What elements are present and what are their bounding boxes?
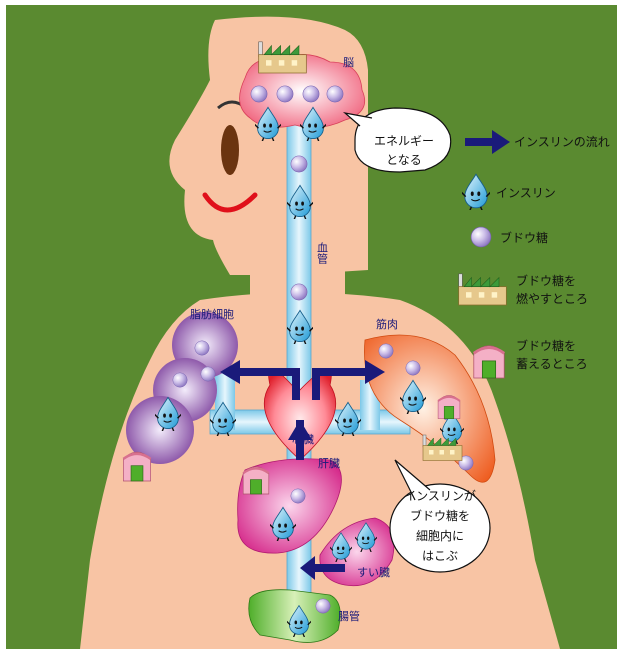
legend-glucose: ブドウ糖 [471,227,548,247]
svg-text:はこぶ: はこぶ [422,549,458,563]
svg-text:蓄えるところ: 蓄えるところ [516,357,588,371]
glucose-ball-icon [195,341,209,355]
svg-text:ブドウ糖を: ブドウ糖を [516,273,576,288]
svg-text:となる: となる [386,153,422,167]
storehouse-icon [243,467,269,494]
svg-text:ブドウ糖: ブドウ糖 [500,230,548,245]
svg-text:細胞内に: 細胞内に [416,529,464,543]
glucose-ball-icon [327,86,343,102]
glucose-ball-icon [173,373,187,387]
glucose-ball-icon [379,344,393,358]
svg-text:血管: 血管 [316,241,329,265]
svg-text:インスリン: インスリン [496,186,556,200]
intestine-label: 腸管 [338,609,360,623]
eye [221,125,239,175]
fat-cell-label: 脂肪細胞 [190,307,234,321]
storehouse-icon [123,452,150,481]
glucose-ball-icon [291,489,305,503]
svg-text:インスリンの流れ: インスリンの流れ [514,135,610,149]
liver-label: 肝臓 [318,457,340,470]
svg-text:ブドウ糖を: ブドウ糖を [516,338,576,353]
glucose-ball-icon [201,367,215,381]
svg-text:インスリンが: インスリンが [404,488,476,503]
glucose-ball-icon [303,86,319,102]
svg-text:燃やすところ: 燃やすところ [516,291,588,306]
glucose-ball-icon [251,86,267,102]
glucose-ball-icon [406,361,420,375]
glucose-ball-icon [291,284,307,300]
glucose-ball-icon [471,227,491,247]
pancreas-label: すい臓 [357,566,390,579]
brain-label: 脳 [343,56,354,69]
storehouse-icon [474,346,504,378]
svg-text:エネルギー: エネルギー [374,134,434,148]
blood-vessel-label: 血管 [316,241,329,265]
glucose-ball-icon [277,86,293,102]
muscle-label: 筋肉 [376,317,398,331]
svg-text:ブドウ糖を: ブドウ糖を [410,508,470,523]
glucose-ball-icon [316,599,330,613]
storehouse-icon [438,395,460,418]
glucose-ball-icon [291,156,307,172]
